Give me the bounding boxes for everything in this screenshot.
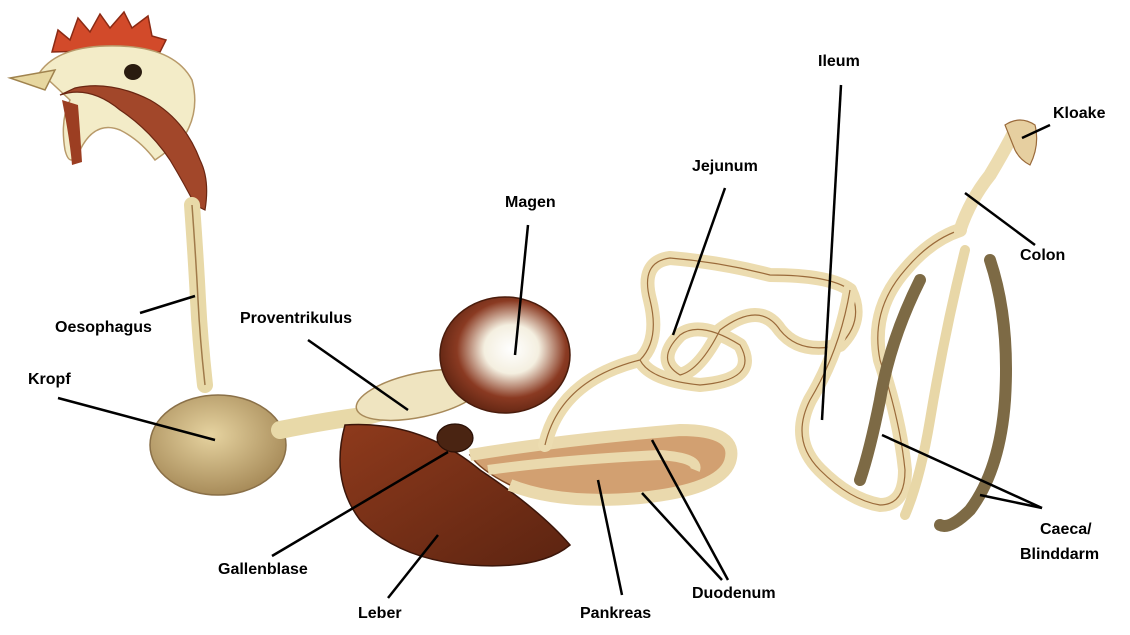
label-colon: Colon [1020, 246, 1065, 266]
beak [10, 70, 55, 90]
label-kloake: Kloake [1053, 104, 1105, 124]
crop [150, 395, 286, 495]
leader-colon [965, 193, 1035, 245]
leader-proventrikulus [308, 340, 408, 410]
label-gallenblase: Gallenblase [218, 560, 308, 580]
label-duodenum: Duodenum [692, 584, 776, 604]
label-proventrikulus: Proventrikulus [240, 309, 352, 329]
caecum-left [860, 280, 920, 480]
label-kropf: Kropf [28, 370, 71, 390]
label-oesophagus: Oesophagus [55, 318, 152, 338]
gallbladder [437, 424, 473, 452]
label-jejunum: Jejunum [692, 157, 758, 177]
label-ileum: Ileum [818, 52, 860, 72]
label-magen: Magen [505, 193, 556, 213]
gizzard [440, 297, 570, 413]
label-pankreas: Pankreas [580, 604, 651, 624]
leader-caeca-2 [980, 495, 1042, 508]
colon-tube [960, 130, 1015, 230]
label-caeca-line1: Caeca/ [1040, 520, 1092, 540]
head-illustration [10, 12, 207, 210]
leader-duodenum-2 [642, 493, 722, 580]
eye [124, 64, 142, 80]
label-leber: Leber [358, 604, 402, 624]
label-caeca-line2: Blinddarm [1020, 545, 1099, 565]
leader-oesophagus [140, 296, 195, 313]
